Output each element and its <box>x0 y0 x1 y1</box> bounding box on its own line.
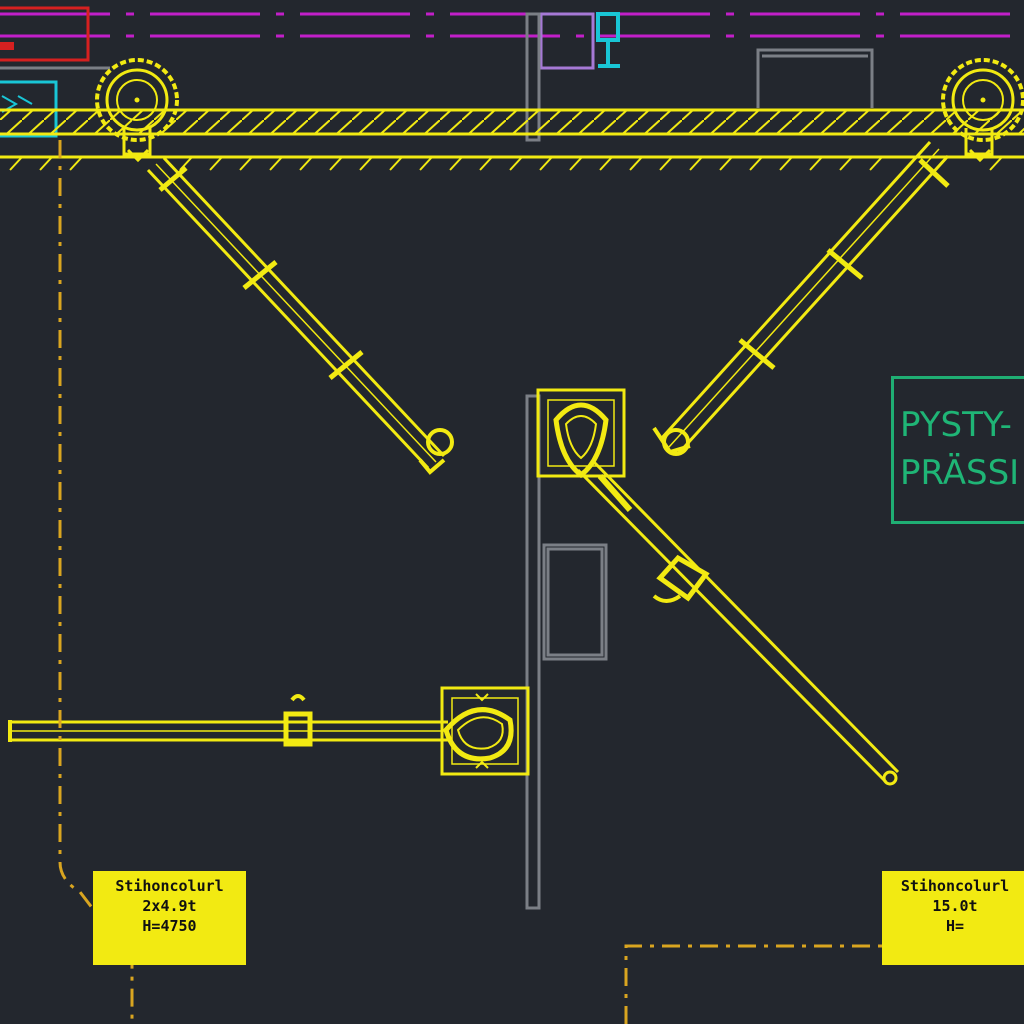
cyan-symbol <box>596 12 620 68</box>
slewing-hub-left <box>95 58 179 163</box>
zone-label-line2: PRÄSSI <box>900 453 1020 493</box>
jib-arm-left <box>146 156 454 475</box>
runway-beam <box>0 108 1024 171</box>
crane-tag-capacity: 15.0t <box>932 897 978 915</box>
wall <box>0 12 874 910</box>
pillar-crane-center <box>536 388 900 786</box>
pillar-crane-lower <box>8 686 530 776</box>
grid-line <box>0 12 1024 38</box>
jib-arm-right <box>652 140 950 456</box>
zone-label: PYSTY- PRÄSSI <box>891 376 1024 524</box>
crane-tag-capacity: 2x4.9t <box>142 897 197 915</box>
crane-tag-left: Stihoncolurl 2x4.9t H=4750 <box>93 871 246 965</box>
crane-tag-name: Stihoncolurl <box>115 877 224 895</box>
crane-tag-height: H= <box>945 917 965 935</box>
boundary-line <box>58 140 882 1024</box>
zone-label-line1: PYSTY- <box>900 405 1012 445</box>
crane-tag-height: H=4750 <box>142 917 197 935</box>
red-marker <box>0 6 90 62</box>
crane-tag-name: Stihoncolurl <box>900 877 1010 895</box>
purple-marker <box>539 12 595 70</box>
slewing-hub-right <box>941 58 1024 163</box>
crane-tag-right: Stihoncolurl 15.0t H= <box>882 871 1024 965</box>
